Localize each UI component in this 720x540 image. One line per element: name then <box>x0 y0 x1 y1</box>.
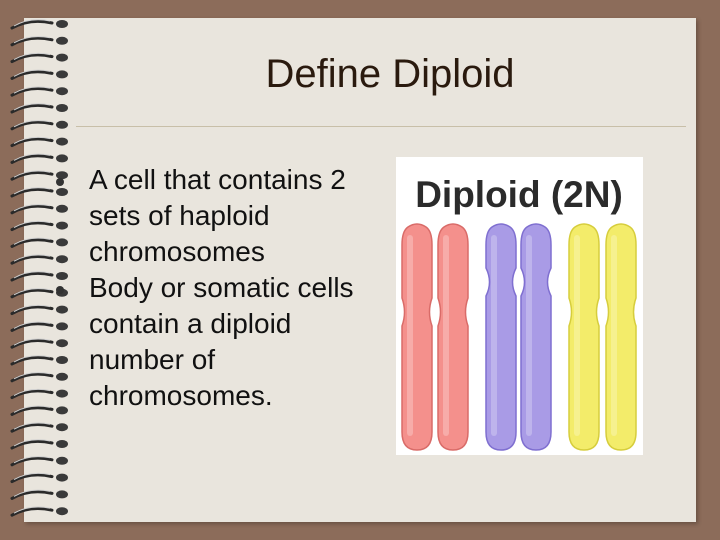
spiral-ring-icon <box>10 187 68 198</box>
spiral-ring-icon <box>10 489 68 500</box>
spiral-ring-icon <box>10 456 68 467</box>
spiral-ring-icon <box>10 355 68 366</box>
bullet-dot-icon <box>56 286 64 294</box>
spiral-ring-icon <box>10 472 68 484</box>
slide-title: Define Diploid <box>265 52 515 96</box>
spiral-ring-icon <box>10 372 68 383</box>
title-divider <box>76 126 686 127</box>
spiral-ring-icon <box>10 120 68 131</box>
spiral-ring-icon <box>10 103 68 114</box>
spiral-ring-icon <box>10 170 68 181</box>
spiral-ring-icon <box>10 422 68 433</box>
spiral-ring-icon <box>10 86 68 97</box>
spiral-ring-icon <box>10 19 68 30</box>
chromosome <box>485 223 517 451</box>
spiral-ring-icon <box>10 405 68 416</box>
chromosome <box>437 223 469 451</box>
spiral-ring-icon <box>10 69 68 80</box>
spiral-ring-icon <box>10 304 68 316</box>
spiral-ring-icon <box>10 136 68 148</box>
spiral-ring-icon <box>10 321 68 332</box>
spiral-ring-icon <box>10 52 68 64</box>
spiral-ring-icon <box>10 439 68 450</box>
bullet-text: Body or somatic cells contain a diploid … <box>89 272 354 411</box>
spiral-ring-icon <box>10 271 68 282</box>
bullet-item: Body or somatic cells contain a diploid … <box>56 270 366 414</box>
spiral-ring-icon <box>10 36 68 47</box>
chromosome <box>605 223 637 451</box>
chromosome <box>520 223 552 451</box>
bullet-dot-icon <box>56 178 64 186</box>
spiral-ring-icon <box>10 237 68 248</box>
diploid-chromosome-image: Diploid (2N) <box>396 157 643 455</box>
spiral-ring-icon <box>10 338 68 349</box>
chromosome <box>401 223 433 451</box>
bullet-list: A cell that contains 2 sets of haploid c… <box>56 162 366 414</box>
spiral-ring-icon <box>10 204 68 215</box>
bullet-item: A cell that contains 2 sets of haploid c… <box>56 162 366 270</box>
spiral-ring-icon <box>10 388 68 400</box>
spiral-ring-icon <box>10 153 68 164</box>
chromosome <box>568 223 600 451</box>
bullet-text: A cell that contains 2 sets of haploid c… <box>89 164 346 267</box>
spiral-ring-icon <box>10 506 68 517</box>
figure-label: Diploid (2N) <box>415 174 623 215</box>
spiral-ring-icon <box>10 254 68 265</box>
spiral-binding <box>10 19 68 517</box>
spiral-ring-icon <box>10 220 68 232</box>
